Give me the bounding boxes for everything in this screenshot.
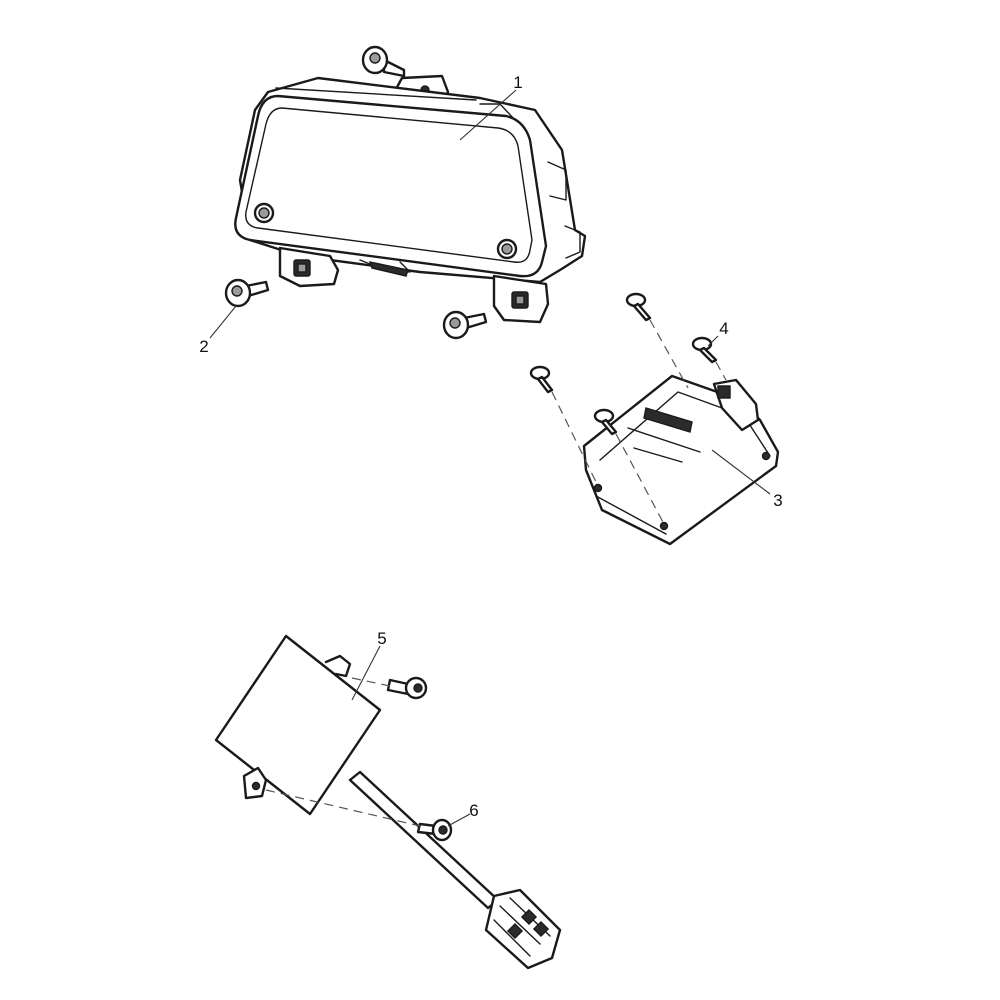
callout-3: 3: [773, 491, 782, 510]
screw-top-bracket: [361, 45, 406, 78]
rear-cover: [582, 374, 780, 546]
callout-6: 6: [469, 801, 478, 820]
screw-module-top: [386, 676, 428, 700]
leader-5: [351, 645, 381, 701]
screw-cover-1: [625, 292, 652, 322]
callout-1: 1: [513, 73, 522, 92]
screw-module-bottom: [416, 818, 453, 842]
leader-2: [209, 305, 237, 339]
leader-1: [459, 89, 517, 141]
leader-4: [707, 335, 719, 347]
control-module: [214, 634, 562, 970]
callout-2: 2: [199, 337, 208, 356]
callout-4: 4: [719, 319, 728, 338]
screw-right-mount: [442, 310, 488, 340]
leader-3: [711, 449, 771, 495]
screw-cover-4: [593, 408, 618, 436]
callout-5: 5: [377, 629, 386, 648]
screw-left-mount: [224, 278, 270, 308]
screw-cover-2: [691, 336, 718, 364]
leader-6: [447, 813, 471, 827]
screw-cover-3: [529, 365, 554, 394]
instrument-cluster: [234, 74, 587, 324]
